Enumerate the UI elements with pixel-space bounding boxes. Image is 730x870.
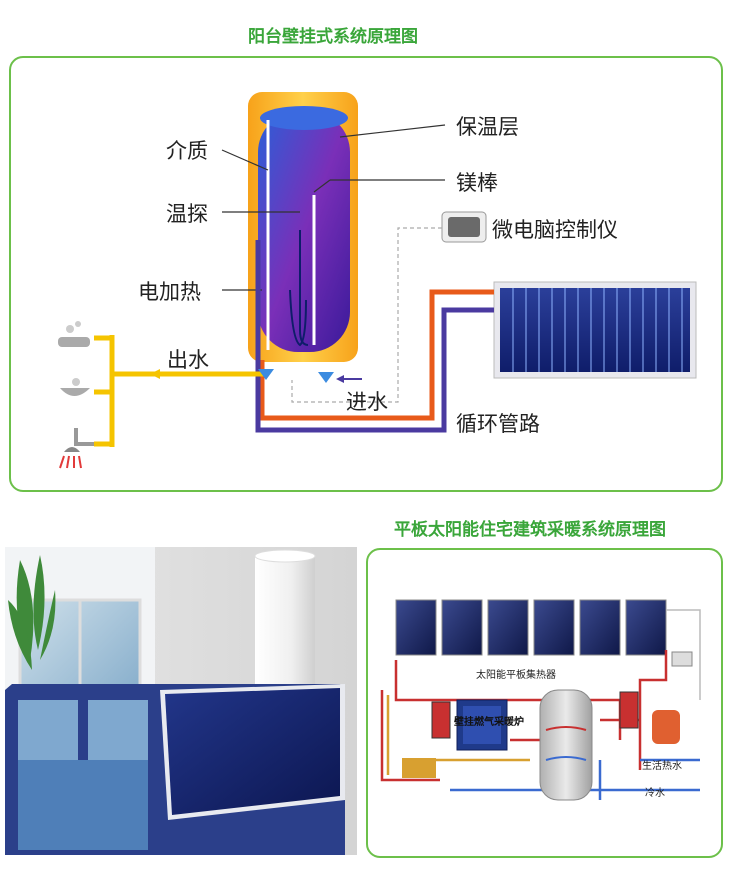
label-electric-heater: 电加热 [138,280,201,304]
label-water-out: 出水 [167,348,209,372]
controller-unit [441,211,487,243]
bottom-panel [366,548,723,858]
label-medium: 介质 [166,139,208,163]
cold-pipe [255,240,494,433]
bottom-title: 平板太阳能住宅建筑采暖系统原理图 [394,520,666,540]
water-tank [248,92,358,362]
collector-tubes [512,288,683,372]
shower-icon [59,428,94,469]
label-gas-boiler: 壁挂燃气采暖炉 [454,717,524,728]
label-insulation: 保温层 [456,115,519,139]
top-title: 阳台壁挂式系统原理图 [248,27,418,47]
top-panel [9,56,723,492]
label-collector: 太阳能平板集热器 [476,670,556,681]
label-magnesium-rod: 镁棒 [456,171,498,195]
top-diagram [58,92,697,469]
label-cold-water: 冷水 [645,788,665,799]
bathtub-icon [58,321,90,347]
hot-pipe [259,289,494,421]
label-temp-probe: 温探 [166,202,208,226]
label-controller: 微电脑控制仪 [492,218,618,242]
basin-icon [60,378,90,396]
label-water-in: 进水 [346,390,388,414]
label-circulation-pipe: 循环管路 [456,412,540,436]
solar-collector [493,281,697,379]
label-domestic-hot-water: 生活热水 [642,761,682,772]
